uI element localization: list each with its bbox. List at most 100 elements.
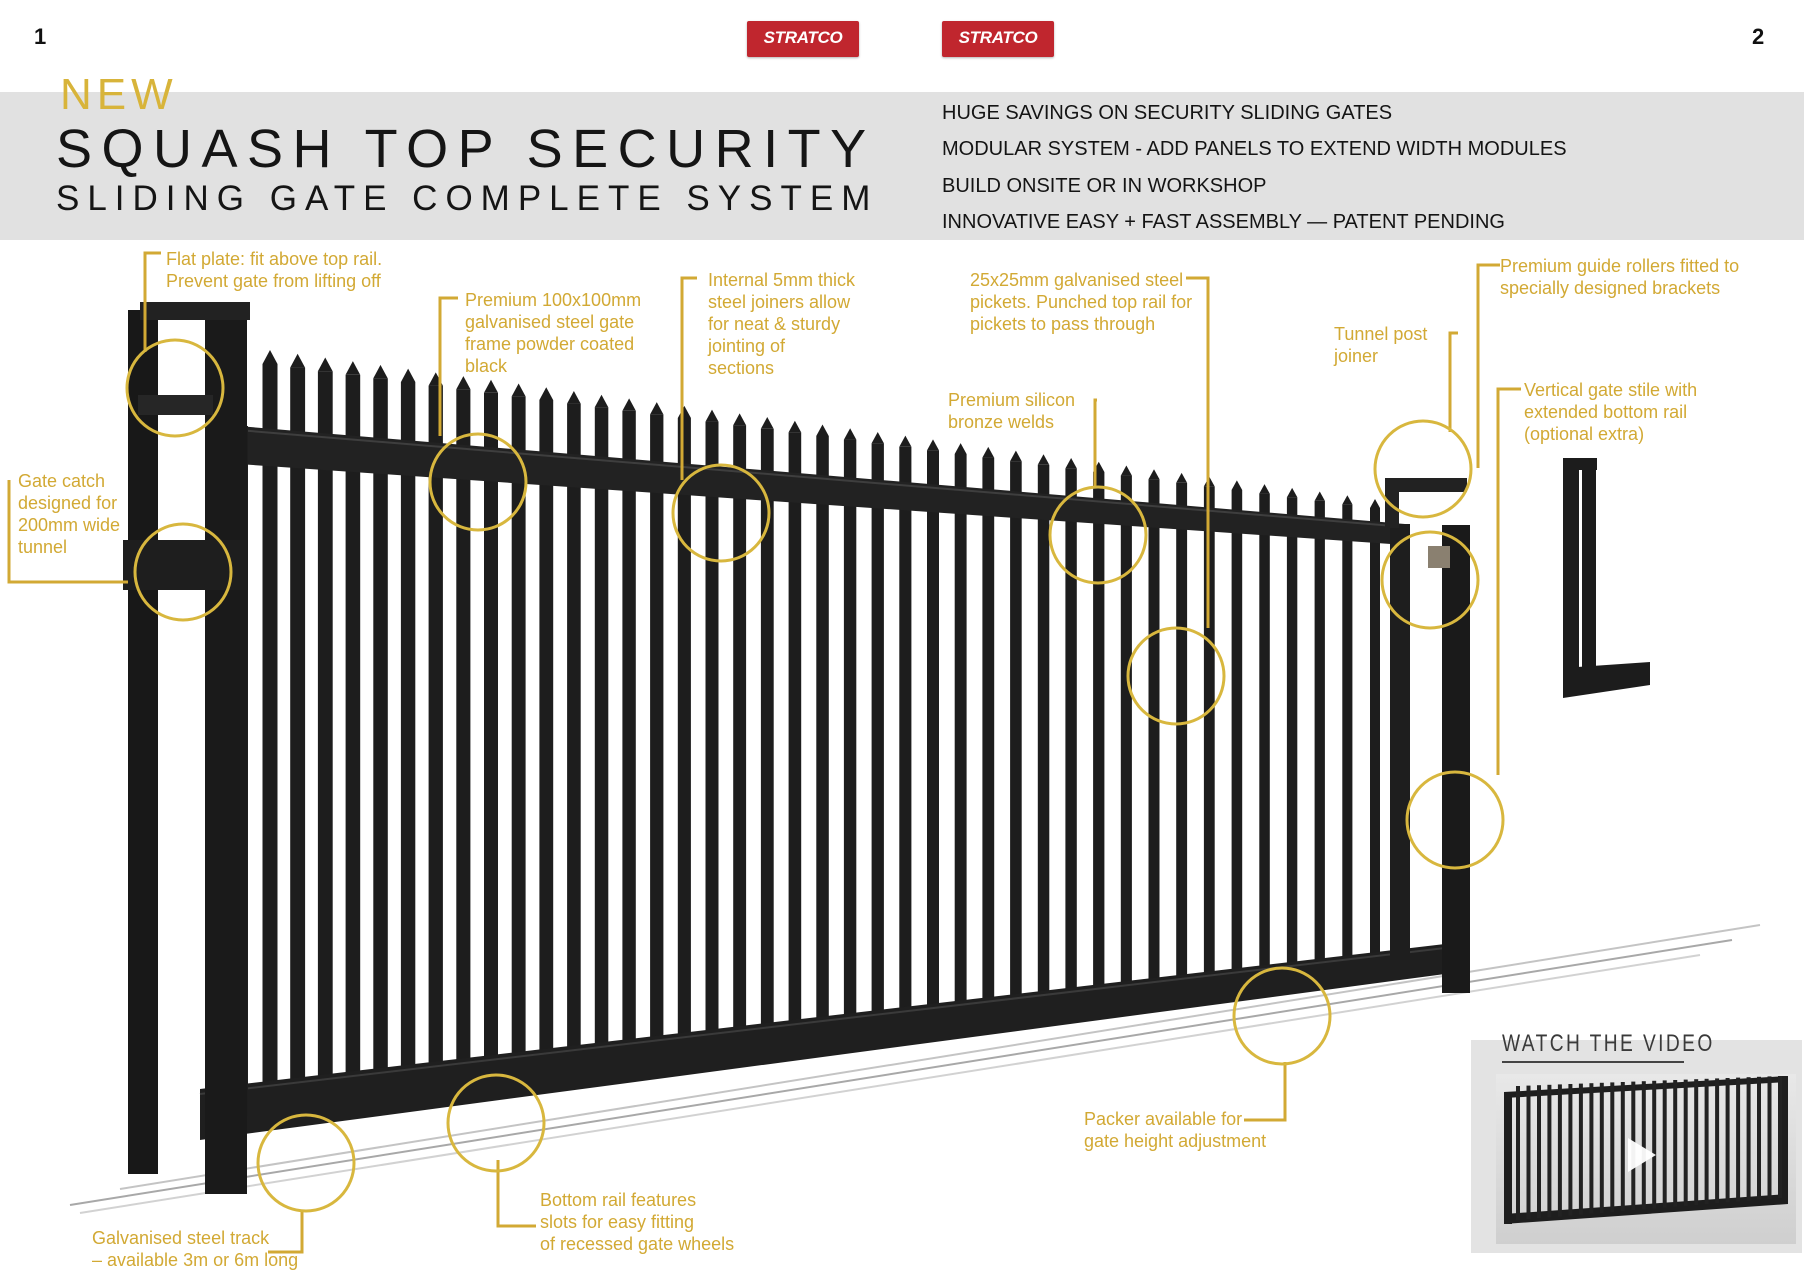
feature-line: INNOVATIVE EASY + FAST ASSEMBLY — PATENT… (942, 211, 1505, 233)
tunnel-post-left (128, 310, 158, 1174)
picket (290, 367, 306, 1105)
tunnel-post-right (1442, 525, 1470, 993)
play-icon[interactable] (1628, 1138, 1656, 1172)
picket (1093, 472, 1105, 999)
picket (705, 421, 719, 1050)
video-label-underline (1502, 1061, 1684, 1063)
picket-spike (843, 428, 857, 440)
bottom-rail (200, 944, 1445, 1140)
picket-spike (1010, 450, 1022, 462)
thumb-picket (1767, 1076, 1772, 1199)
picket (982, 457, 995, 1014)
header-band (0, 92, 1804, 240)
picket (1010, 461, 1022, 1010)
thumb-picket (1610, 1082, 1615, 1213)
logo-text: STRATCO (958, 28, 1038, 47)
thumb-picket (1599, 1082, 1604, 1213)
picket-spike (1370, 499, 1380, 508)
thumb-picket (1736, 1077, 1741, 1202)
thumb-picket (1557, 1084, 1562, 1217)
callout-leader-lines (7, 251, 1521, 1254)
thumb-picket (1694, 1079, 1699, 1205)
callout-circles (125, 338, 1505, 1213)
picket-spike (1120, 465, 1132, 476)
picket-spike (927, 439, 939, 451)
picket (871, 443, 884, 1028)
picket (954, 454, 967, 1017)
picket-spike (539, 387, 554, 400)
picket-spike (400, 368, 416, 382)
picket (1231, 490, 1243, 981)
thumb-picket (1516, 1086, 1520, 1220)
picket (345, 374, 361, 1098)
thumb-picket (1662, 1080, 1667, 1208)
picket (594, 407, 609, 1065)
gate-frame-right (1390, 524, 1410, 960)
picket-spike (290, 353, 306, 368)
thumb-picket (1704, 1078, 1709, 1205)
tunnel-post-left-cap (140, 302, 250, 320)
picket (1037, 464, 1050, 1006)
picket (511, 396, 526, 1076)
page-number-right: 2 (1752, 24, 1765, 49)
callout-track: Galvanised steel track– available 3m or … (92, 1228, 299, 1270)
picket-spike (373, 364, 388, 379)
picket (317, 371, 333, 1101)
thumb-picket (1537, 1085, 1541, 1219)
picket-spike (511, 383, 526, 397)
thumb-picket (1578, 1083, 1583, 1215)
picket-spike (650, 402, 664, 415)
tunnel-post-right-cap (1385, 478, 1467, 492)
picket-spike (262, 350, 278, 364)
picket (677, 418, 691, 1054)
picket-spike (345, 361, 361, 375)
tunnel-post-right-inner (1385, 478, 1399, 528)
picket (400, 382, 416, 1090)
picket-spike (1148, 469, 1160, 480)
picket (927, 450, 939, 1021)
guide-roller (1428, 546, 1450, 568)
picket-spike (677, 405, 691, 418)
picket (539, 400, 554, 1072)
picket (484, 392, 498, 1079)
thumb-picket (1715, 1078, 1720, 1204)
page-title: SQUASH TOP SECURITY (56, 119, 876, 179)
picket-spike (982, 446, 995, 458)
picket-spike (594, 394, 609, 408)
top-rail (238, 426, 1405, 545)
picket (788, 432, 802, 1039)
picket-spike (760, 417, 774, 429)
picket-spike (954, 443, 967, 454)
thumb-picket (1589, 1083, 1594, 1214)
thumb-picket (1526, 1085, 1531, 1220)
new-label: NEW (60, 70, 178, 119)
thumb-picket (1547, 1084, 1552, 1218)
picket-spike (567, 390, 581, 404)
video-label[interactable]: WATCH THE VIDEO (1502, 1030, 1715, 1057)
picket-spike (871, 431, 884, 444)
picket (1370, 508, 1380, 962)
thumb-picket (1778, 1076, 1782, 1198)
picket-spike (1231, 480, 1243, 490)
picket-spike (1259, 484, 1270, 494)
tunnel-post-left-outer (205, 303, 247, 1194)
picket (1342, 504, 1353, 966)
thumb-picket (1568, 1084, 1573, 1216)
picket (428, 385, 443, 1087)
picket-spike (317, 357, 333, 372)
picket (1176, 482, 1188, 988)
picket (816, 436, 829, 1035)
thumb-picket (1683, 1079, 1688, 1206)
thumb-picket (1620, 1082, 1625, 1212)
callout-flat-plate: Flat plate: fit above top rail.Prevent g… (166, 249, 383, 291)
thumb-picket (1725, 1078, 1730, 1203)
page-number-left: 1 (34, 24, 47, 49)
gate-catch (123, 540, 248, 590)
picket (622, 410, 636, 1061)
